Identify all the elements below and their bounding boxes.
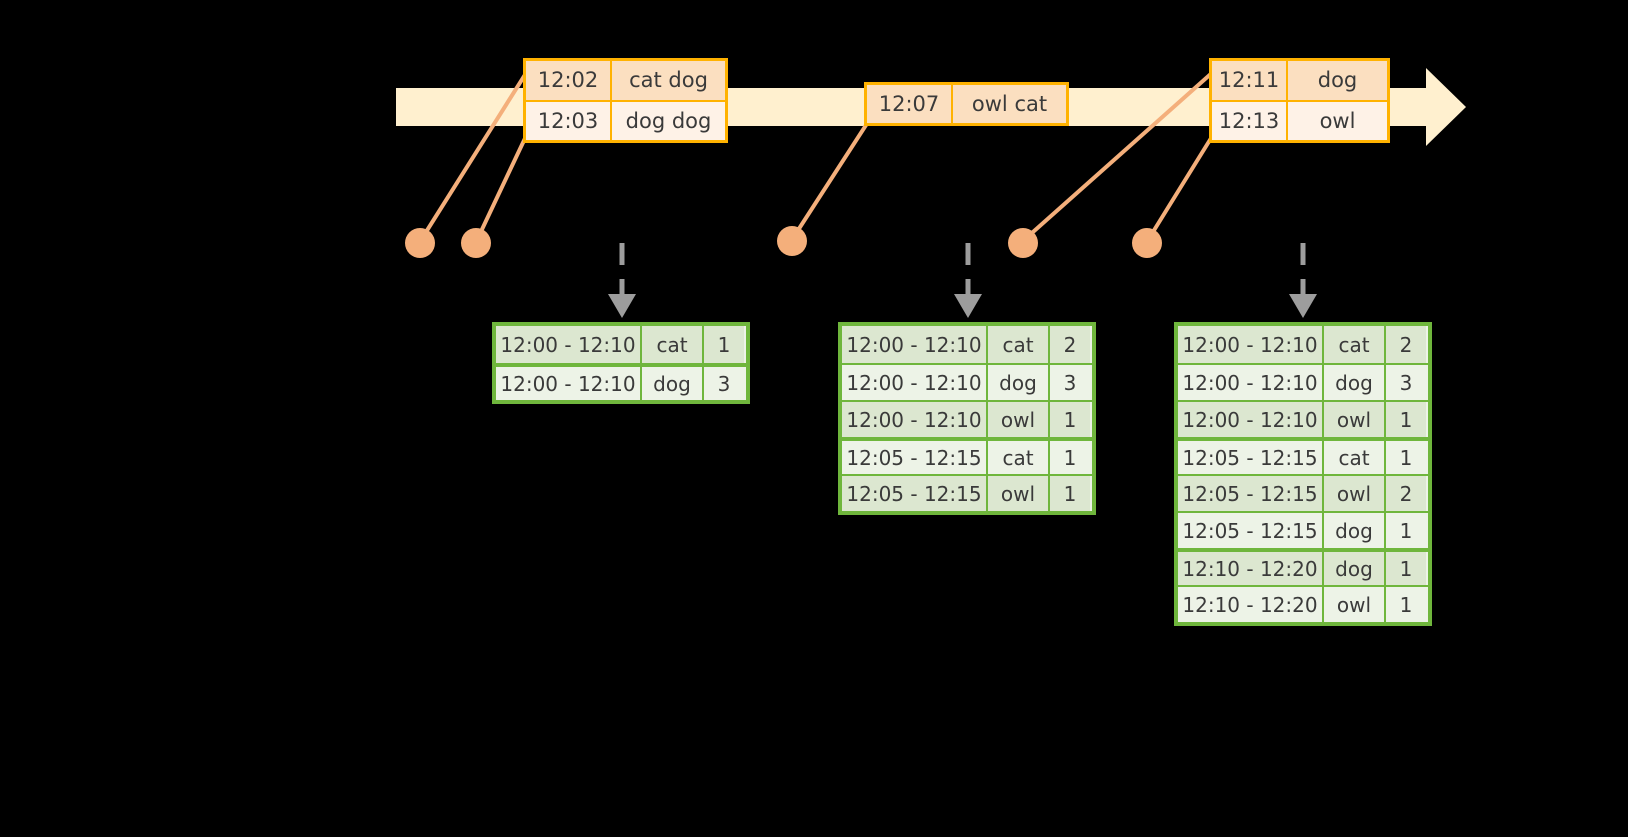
table-row[interactable]: 12:05 - 12:15 dog 1	[1178, 511, 1428, 548]
event-time: 12:07	[867, 85, 953, 123]
cell-count: 1	[1386, 402, 1426, 437]
cell-window: 12:05 - 12:15	[1178, 513, 1324, 548]
cell-count: 1	[1386, 552, 1426, 585]
table-row[interactable]: 12:00 - 12:10 owl 1	[1178, 400, 1428, 437]
table-row[interactable]: 12:10 - 12:20 dog 1	[1178, 548, 1428, 585]
event-time: 12:13	[1212, 101, 1288, 140]
cell-word: cat	[642, 326, 704, 363]
cell-window: 12:05 - 12:15	[842, 441, 988, 474]
cell-window: 12:00 - 12:10	[1178, 402, 1324, 437]
event-row[interactable]: 12:11 dog	[1212, 61, 1387, 100]
table-row[interactable]: 12:10 - 12:20 owl 1	[1178, 585, 1428, 622]
emit-arrow-3	[1289, 243, 1317, 318]
cell-count: 1	[1386, 587, 1426, 622]
cell-count: 1	[1050, 402, 1090, 437]
result-table-3[interactable]: 12:00 - 12:10 cat 2 12:00 - 12:10 dog 3 …	[1174, 322, 1432, 626]
result-table-1[interactable]: 12:00 - 12:10 cat 1 12:00 - 12:10 dog 3	[492, 322, 750, 404]
event-time: 12:03	[526, 101, 612, 140]
event-box-group-3[interactable]: 12:11 dog 12:13 owl	[1209, 58, 1390, 143]
cell-window: 12:10 - 12:20	[1178, 552, 1324, 585]
event-words: dog dog	[612, 101, 725, 140]
event-box-group-2[interactable]: 12:07 owl cat	[864, 82, 1069, 126]
cell-word: cat	[1324, 326, 1386, 363]
cell-word: owl	[988, 476, 1050, 511]
cell-word: owl	[988, 402, 1050, 437]
emit-arrows	[608, 243, 1317, 318]
table-row[interactable]: 12:05 - 12:15 cat 1	[842, 437, 1092, 474]
cell-window: 12:05 - 12:15	[842, 476, 988, 511]
event-dot-4	[1008, 228, 1038, 258]
cell-count: 1	[1050, 441, 1090, 474]
cell-window: 12:00 - 12:10	[842, 326, 988, 363]
event-row[interactable]: 12:13 owl	[1212, 99, 1387, 140]
event-dots	[405, 226, 1162, 258]
cell-window: 12:05 - 12:15	[1178, 441, 1324, 474]
table-row[interactable]: 12:00 - 12:10 owl 1	[842, 400, 1092, 437]
cell-word: dog	[1324, 365, 1386, 400]
cell-window: 12:00 - 12:10	[842, 365, 988, 400]
table-row[interactable]: 12:00 - 12:10 cat 2	[1178, 326, 1428, 363]
cell-window: 12:00 - 12:10	[496, 367, 642, 400]
cell-count: 2	[1050, 326, 1090, 363]
cell-count: 1	[1050, 476, 1090, 511]
cell-word: dog	[1324, 552, 1386, 585]
event-dot-5	[1132, 228, 1162, 258]
event-box-group-1[interactable]: 12:02 cat dog 12:03 dog dog	[523, 58, 728, 143]
table-row[interactable]: 12:00 - 12:10 dog 3	[496, 363, 746, 400]
cell-count: 2	[1386, 326, 1426, 363]
emit-arrow-1	[608, 243, 636, 318]
event-words: dog	[1288, 61, 1387, 100]
cell-count: 3	[1386, 365, 1426, 400]
table-row[interactable]: 12:05 - 12:15 cat 1	[1178, 437, 1428, 474]
table-row[interactable]: 12:00 - 12:10 dog 3	[842, 363, 1092, 400]
event-words: owl	[1288, 101, 1387, 140]
cell-word: owl	[1324, 587, 1386, 622]
event-dot-3	[777, 226, 807, 256]
table-row[interactable]: 12:00 - 12:10 dog 3	[1178, 363, 1428, 400]
cell-window: 12:10 - 12:20	[1178, 587, 1324, 622]
cell-word: cat	[988, 326, 1050, 363]
table-row[interactable]: 12:00 - 12:10 cat 2	[842, 326, 1092, 363]
cell-window: 12:00 - 12:10	[496, 326, 642, 363]
event-row[interactable]: 12:07 owl cat	[867, 85, 1066, 123]
event-dot-2	[461, 228, 491, 258]
cell-count: 2	[1386, 476, 1426, 511]
table-row[interactable]: 12:05 - 12:15 owl 2	[1178, 474, 1428, 511]
event-dot-1	[405, 228, 435, 258]
cell-count: 1	[704, 326, 744, 363]
cell-word: dog	[1324, 513, 1386, 548]
cell-word: dog	[988, 365, 1050, 400]
cell-word: dog	[642, 367, 704, 400]
event-time: 12:02	[526, 61, 612, 100]
event-words: owl cat	[953, 85, 1066, 123]
table-row[interactable]: 12:00 - 12:10 cat 1	[496, 326, 746, 363]
cell-window: 12:05 - 12:15	[1178, 476, 1324, 511]
event-row[interactable]: 12:02 cat dog	[526, 61, 725, 100]
cell-window: 12:00 - 12:10	[842, 402, 988, 437]
cell-count: 3	[704, 367, 744, 400]
cell-count: 1	[1386, 513, 1426, 548]
emit-arrow-2	[954, 243, 982, 318]
cell-word: cat	[988, 441, 1050, 474]
cell-word: owl	[1324, 402, 1386, 437]
cell-word: cat	[1324, 441, 1386, 474]
cell-window: 12:00 - 12:10	[1178, 365, 1324, 400]
cell-word: owl	[1324, 476, 1386, 511]
table-row[interactable]: 12:05 - 12:15 owl 1	[842, 474, 1092, 511]
result-table-2[interactable]: 12:00 - 12:10 cat 2 12:00 - 12:10 dog 3 …	[838, 322, 1096, 515]
event-time: 12:11	[1212, 61, 1288, 100]
cell-window: 12:00 - 12:10	[1178, 326, 1324, 363]
event-words: cat dog	[612, 61, 725, 100]
cell-count: 1	[1386, 441, 1426, 474]
event-row[interactable]: 12:03 dog dog	[526, 99, 725, 140]
cell-count: 3	[1050, 365, 1090, 400]
